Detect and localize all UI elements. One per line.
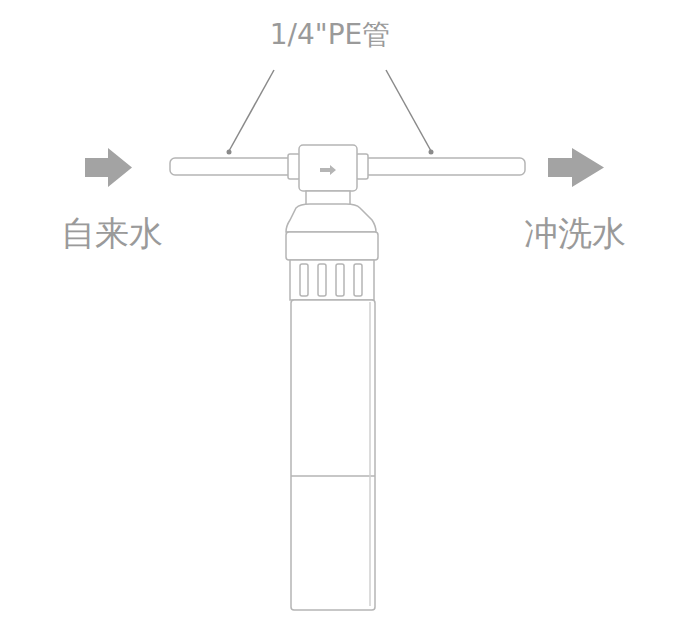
filter-ring: [286, 232, 378, 260]
flow-arrow: [320, 165, 336, 175]
inlet-label: 自来水: [61, 215, 163, 252]
collar-slot: [354, 264, 362, 296]
inlet-arrow: [85, 148, 132, 187]
pipe-spec-label: 1/4"PE管: [270, 20, 391, 51]
filter-collar: [290, 260, 374, 300]
pipe-fitting: [356, 154, 368, 179]
filter-head: [299, 145, 357, 191]
outlet-arrow: [548, 148, 604, 187]
filter-housing: [291, 300, 375, 610]
collar-slot: [318, 264, 326, 296]
housing-edge: [369, 302, 371, 606]
pipe-fitting: [288, 154, 300, 179]
filter-cap: [286, 204, 376, 232]
housing-seam: [291, 475, 375, 477]
collar-slot: [300, 264, 308, 296]
outlet-pipe: [364, 158, 525, 175]
leader-line: [386, 70, 431, 151]
leader-line: [229, 70, 274, 151]
outlet-label: 冲洗水: [524, 215, 626, 252]
filter-neck: [306, 191, 350, 205]
inlet-pipe: [170, 158, 294, 175]
leader-dot: [429, 150, 434, 155]
collar-slot: [336, 264, 344, 296]
leader-dot: [227, 150, 232, 155]
